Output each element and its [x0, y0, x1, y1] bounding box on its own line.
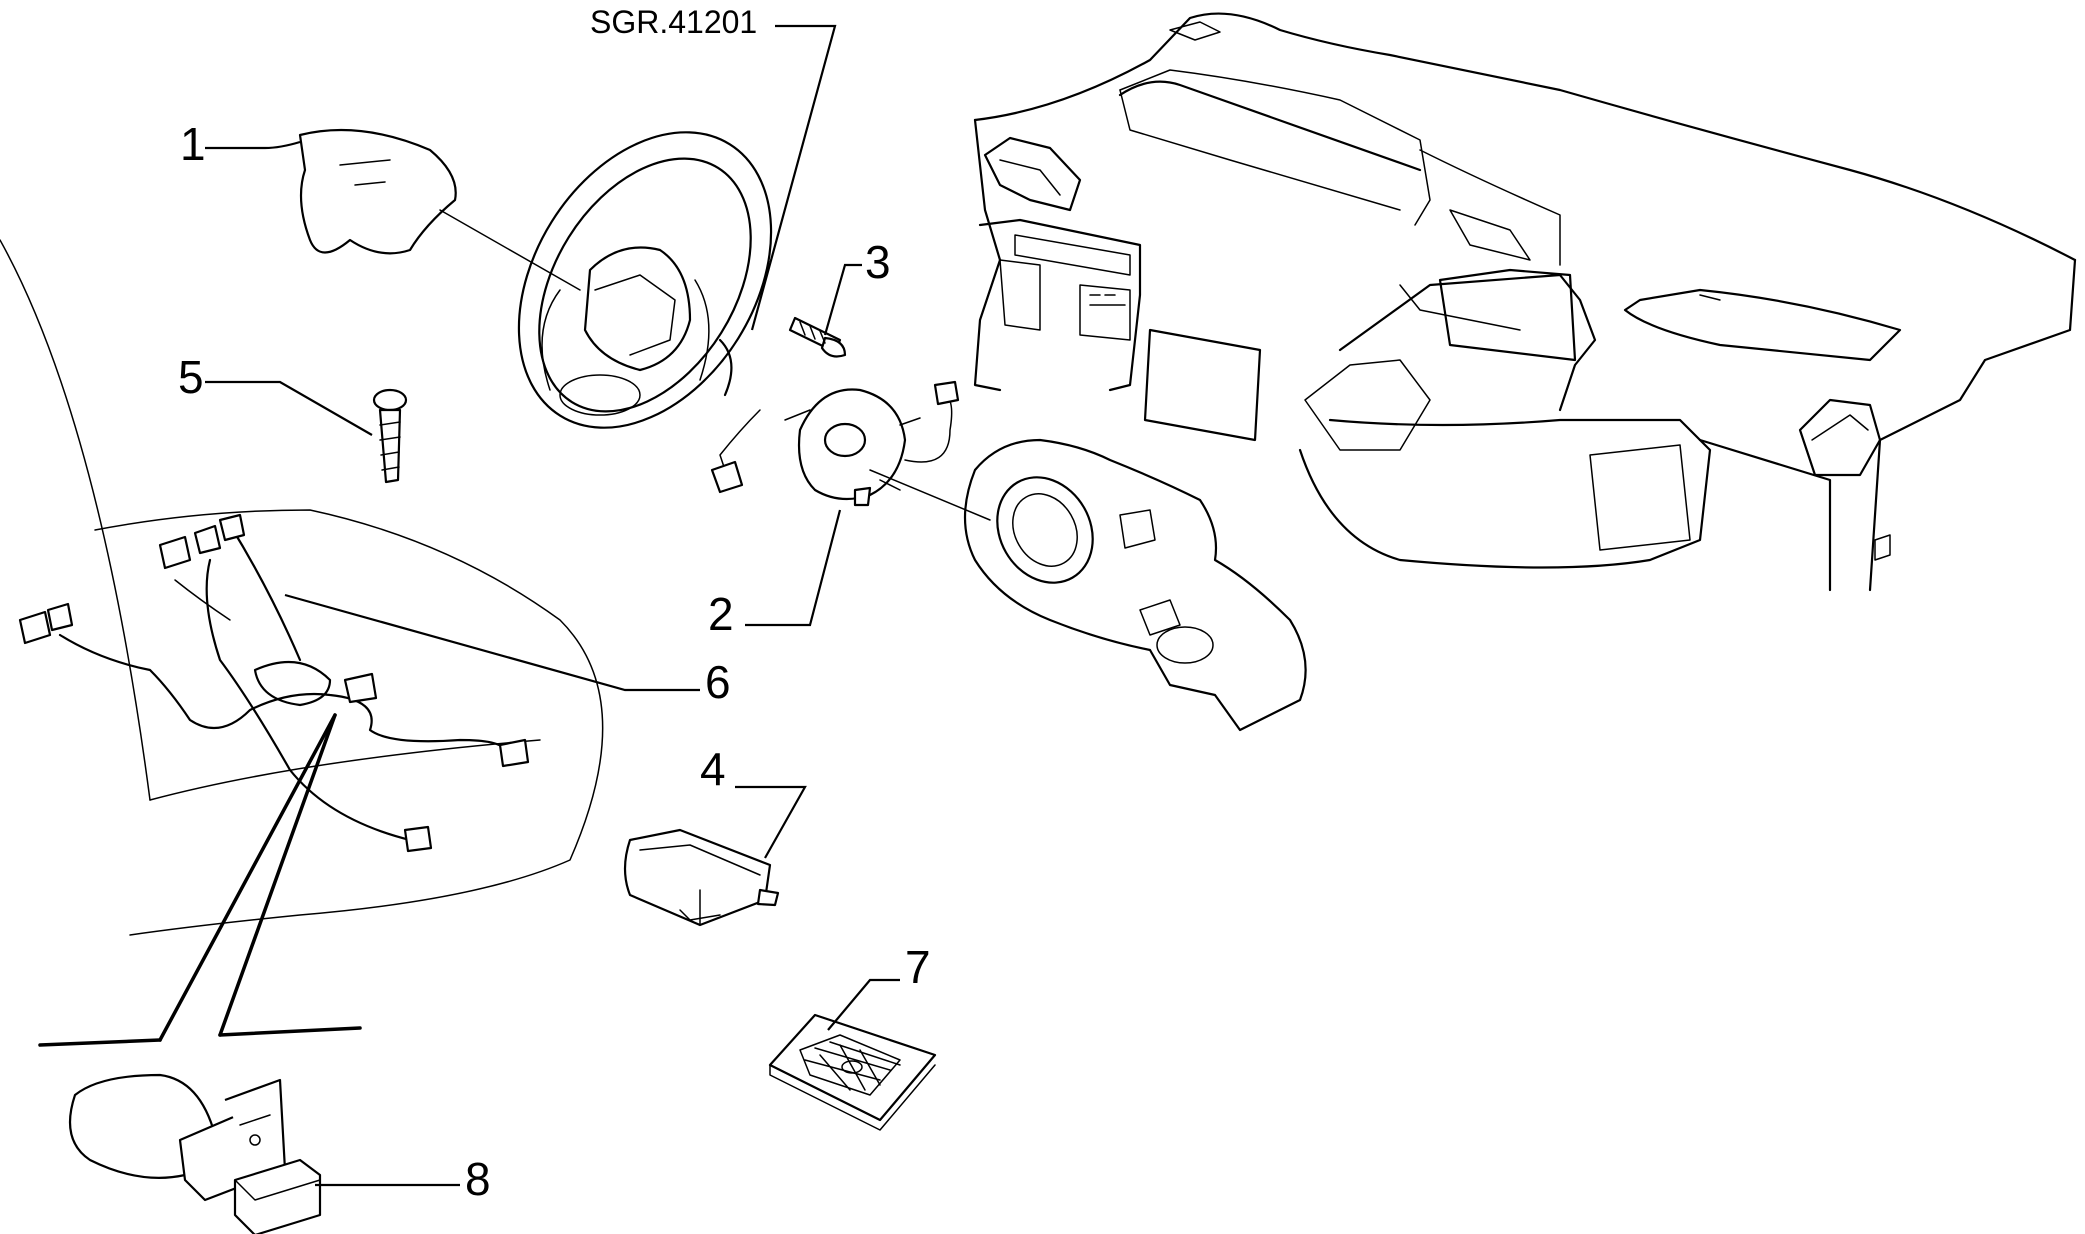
reference-code: SGR.41201	[590, 4, 837, 331]
reference-code-leader	[750, 24, 837, 331]
dashboard-assembly	[973, 12, 2077, 592]
part-6-wiring-harness: 6	[0, 239, 731, 1047]
part-4-control-unit: 4	[623, 743, 807, 927]
callout-1-label: 1	[180, 118, 206, 170]
part-2-clock-spring: 2	[708, 380, 991, 640]
callout-5-leader	[205, 380, 373, 436]
callout-4-leader	[735, 785, 807, 859]
callout-1-leader	[205, 140, 301, 150]
callout-7-label: 7	[905, 941, 931, 993]
part-3-bolt: 3	[788, 236, 891, 358]
callout-5-label: 5	[178, 351, 204, 403]
steering-wheel	[517, 131, 773, 429]
callout-2-leader	[745, 509, 842, 627]
steering-column-shroud	[963, 438, 1307, 732]
callout-8-label: 8	[465, 1153, 491, 1205]
callout-2-label: 2	[708, 588, 734, 640]
part-7-bracket: 7	[768, 941, 937, 1131]
callout-6-label: 6	[705, 656, 731, 708]
connector-icon	[18, 610, 52, 645]
callout-4-label: 4	[700, 743, 726, 795]
callout-6-leader	[284, 593, 700, 692]
callout-7-leader	[827, 978, 900, 1031]
part-8-sensor-module: 8	[68, 1073, 491, 1234]
callout-3-leader	[823, 263, 862, 336]
callout-3-label: 3	[865, 236, 891, 288]
part-5-screw: 5	[178, 351, 408, 484]
reference-code-text: SGR.41201	[590, 4, 757, 40]
part-1-airbag-module: 1	[180, 118, 581, 291]
